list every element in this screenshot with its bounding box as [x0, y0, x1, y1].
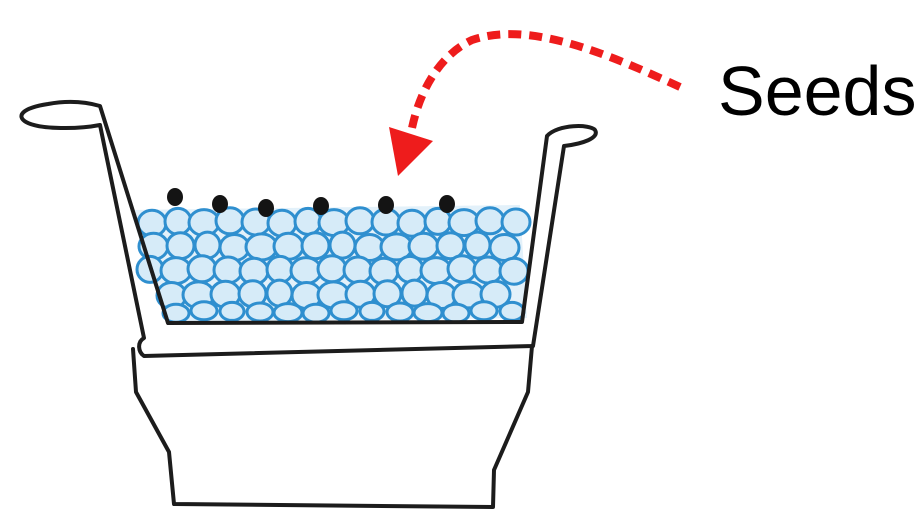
pebble: [500, 207, 532, 237]
base-container: [131, 344, 534, 509]
pebble: [469, 300, 499, 322]
pebble: [498, 256, 530, 286]
pebble: [163, 206, 193, 236]
pebble: [412, 302, 444, 324]
seed: [313, 197, 329, 215]
pebble: [265, 254, 295, 284]
pebble: [463, 230, 492, 260]
seed-tray: [19, 99, 598, 358]
pebble: [395, 254, 425, 284]
seeds-label: Seeds: [718, 52, 917, 130]
pebble: [498, 300, 526, 322]
pointer-arrow-head: [389, 127, 433, 176]
pebble: [385, 301, 415, 323]
pointer-arrow-shaft: [408, 30, 682, 129]
pebble: [441, 302, 471, 324]
pebble: [186, 254, 218, 284]
seeds: [167, 188, 455, 217]
pebble: [472, 255, 504, 285]
pebble: [189, 300, 219, 322]
pebble: [488, 233, 521, 262]
pebble: [419, 256, 453, 286]
growing-medium-pebbles: [135, 206, 532, 324]
pebble: [358, 300, 386, 322]
pebble: [316, 254, 348, 284]
seed: [167, 188, 183, 206]
pebble: [165, 231, 196, 261]
pebble: [218, 300, 246, 322]
pebble: [159, 256, 193, 286]
pebble: [474, 206, 506, 236]
pebble: [301, 302, 331, 324]
pebble: [329, 300, 359, 322]
pebble: [300, 231, 331, 261]
pebble: [272, 302, 304, 324]
seed: [212, 195, 228, 213]
pebble: [400, 278, 429, 308]
seed: [439, 195, 455, 213]
pebble: [289, 256, 323, 286]
pebble: [328, 230, 357, 260]
pebble: [342, 255, 374, 285]
pebble: [244, 232, 279, 262]
pebble: [344, 206, 376, 236]
seed: [258, 199, 274, 217]
seed: [378, 196, 394, 214]
pebble: [446, 254, 478, 284]
pebble: [212, 255, 244, 285]
pebble: [193, 230, 222, 260]
pebble: [245, 301, 275, 323]
